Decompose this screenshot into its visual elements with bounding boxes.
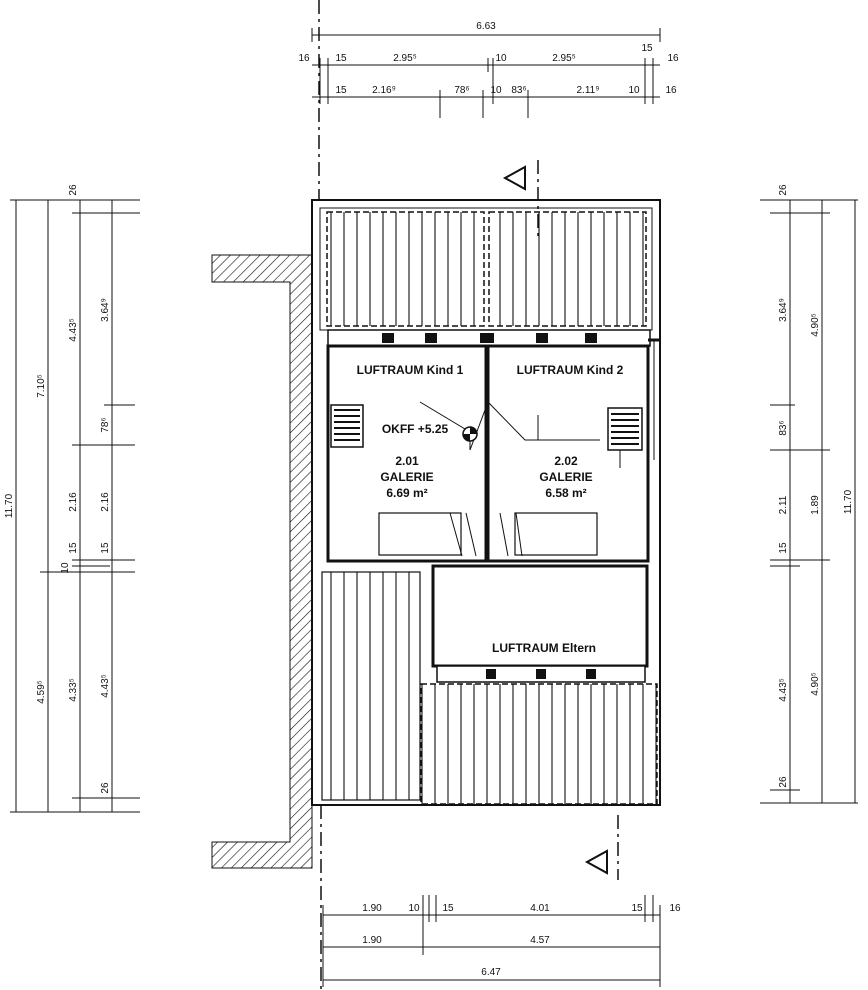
dim-bottom-r1-0: 1.90 xyxy=(362,903,382,914)
dim-bottom-r1-3: 4.01 xyxy=(530,903,550,914)
dim-top-r1-1: 15 xyxy=(335,53,347,64)
dim-top-r2-7: 16 xyxy=(665,85,677,96)
room-label-eltern: LUFTRAUM Eltern xyxy=(492,641,596,655)
dim-right-c1-2: 83⁶ xyxy=(778,420,789,435)
window-element-right xyxy=(514,512,598,556)
room-label-kind1: LUFTRAUM Kind 1 xyxy=(357,363,464,377)
dim-left-c4-0: 26 xyxy=(68,184,79,196)
dim-bottom-r1-4: 15 xyxy=(631,903,643,914)
roof-top-right xyxy=(488,211,647,327)
stair-left xyxy=(330,404,364,448)
room-number-201: 2.01 xyxy=(395,454,419,468)
level-marker-icon xyxy=(462,426,478,442)
dim-right-c2-0: 4.90⁵ xyxy=(810,313,821,337)
gallery-kind1 xyxy=(326,344,488,563)
dim-bottom-r1-5: 16 xyxy=(669,903,681,914)
dim-bottom-overall: 6.47 xyxy=(481,967,501,978)
right-dimension-chains: 26 3.64⁹ 83⁶ 2.11 15 4.43⁵ 26 4.90⁵ 1.89… xyxy=(760,184,858,804)
roof-bottom-right xyxy=(420,683,658,805)
dim-right-c1-0: 26 xyxy=(778,184,789,196)
dim-top-r2-1: 2.16⁹ xyxy=(372,85,396,96)
window-strip-lower xyxy=(436,665,646,683)
dim-top-r1-6: 16 xyxy=(667,53,679,64)
room-label-kind2: LUFTRAUM Kind 2 xyxy=(517,363,624,377)
outer-wall xyxy=(311,199,661,806)
dim-top-r2-0: 15 xyxy=(335,85,347,96)
building xyxy=(311,199,661,806)
dim-left-c4-3: 2.16 xyxy=(100,492,111,512)
room-area-201: 6.69 m² xyxy=(386,486,427,500)
room-name-202: GALERIE xyxy=(539,470,592,484)
gallery-kind2 xyxy=(486,344,650,563)
dim-left-c3-3: 10 xyxy=(60,562,71,574)
dim-top-r2-4: 83⁶ xyxy=(511,85,526,96)
room-number-202: 2.02 xyxy=(554,454,578,468)
window-strip-upper xyxy=(327,329,651,347)
top-dimension-chains: 6.63 16 15 2.95⁵ 10 2.95⁵ 15 16 15 2.16⁹… xyxy=(298,21,679,118)
section-arrow-top-icon xyxy=(502,165,526,191)
dim-left-c4-6: 26 xyxy=(100,782,111,794)
bottom-dimension-chains: 1.90 10 15 4.01 15 16 1.90 4.57 6.47 xyxy=(322,895,681,987)
window-element-left xyxy=(378,512,462,556)
dim-right-c1-4: 15 xyxy=(778,542,789,554)
level-label: OKFF +5.25 xyxy=(382,422,449,436)
dim-left-c3-0: 4.43⁵ xyxy=(68,318,79,342)
dim-top-r1-3: 10 xyxy=(495,53,507,64)
dim-right-c2-2: 4.90⁵ xyxy=(810,672,821,696)
dim-top-r1-0: 16 xyxy=(298,53,310,64)
dim-right-c1-5: 4.43⁵ xyxy=(778,678,789,702)
dim-left-c4-1: 3.64⁹ xyxy=(100,298,111,322)
dim-right-c2-1: 1.89 xyxy=(810,495,821,515)
dim-left-c2-1: 4.59⁵ xyxy=(36,680,47,704)
left-dimension-chains: 11.70 7.10⁵ 4.59⁵ 4.43⁵ 2.16 15 10 4.33⁵… xyxy=(4,184,140,813)
dim-left-c3-1: 2.16 xyxy=(68,492,79,512)
dim-left-c4-2: 78⁶ xyxy=(100,417,111,432)
dim-left-c1-0: 11.70 xyxy=(4,493,15,518)
dim-top-r1-4: 2.95⁵ xyxy=(552,53,576,64)
dim-left-c2-0: 7.10⁵ xyxy=(36,374,47,398)
dim-bottom-r1-2: 15 xyxy=(442,903,454,914)
stair-right xyxy=(607,407,643,451)
section-arrow-bottom-icon xyxy=(584,849,608,875)
dim-right-c1-6: 26 xyxy=(778,776,789,788)
adjacent-wall-hatch xyxy=(211,254,313,869)
dim-left-c3-2: 15 xyxy=(68,542,79,554)
dim-bottom-r2-1: 4.57 xyxy=(530,935,550,946)
dim-bottom-r2-0: 1.90 xyxy=(362,935,382,946)
dim-right-c1-1: 3.64⁹ xyxy=(778,298,789,322)
room-name-201: GALERIE xyxy=(380,470,433,484)
roof-top-left xyxy=(326,211,485,327)
dim-top-overall: 6.63 xyxy=(476,21,496,32)
dim-right-c1-3: 2.11 xyxy=(778,495,789,514)
room-area-202: 6.58 m² xyxy=(545,486,586,500)
dim-top-r1-5: 15 xyxy=(641,43,653,54)
dim-top-r2-5: 2.11⁹ xyxy=(576,85,599,96)
dim-top-r1-2: 2.95⁵ xyxy=(393,53,417,64)
dim-left-c3-4: 4.33⁵ xyxy=(68,678,79,702)
dim-top-r2-6: 10 xyxy=(628,85,640,96)
dim-left-c4-4: 15 xyxy=(100,542,111,554)
dim-left-c4-5: 4.43⁵ xyxy=(100,674,111,698)
dim-top-r2-3: 10 xyxy=(490,85,502,96)
dim-right-c3-0: 11.70 xyxy=(843,489,854,514)
dim-bottom-r1-1: 10 xyxy=(408,903,420,914)
roof-bottom-left xyxy=(321,571,421,801)
dim-top-r2-2: 78⁶ xyxy=(454,85,469,96)
